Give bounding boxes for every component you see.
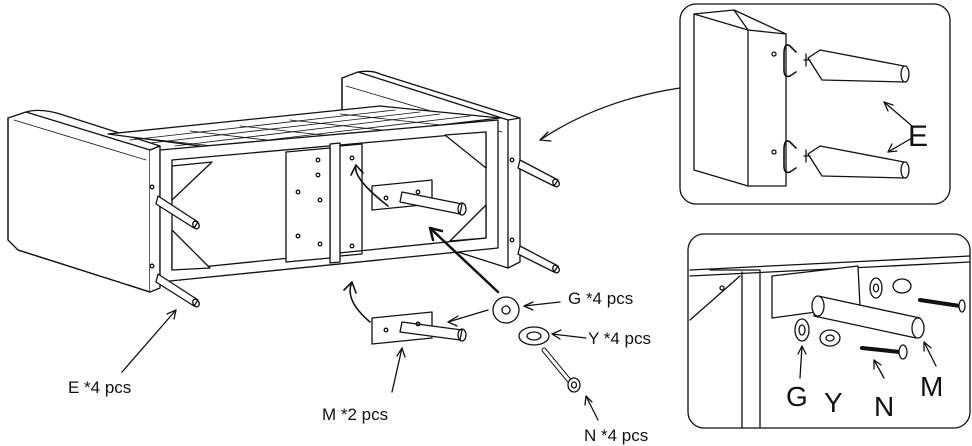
detail-label-y: Y: [824, 387, 843, 418]
arrows-main: [121, 87, 681, 421]
detail-box-top: [679, 3, 951, 205]
label-g-count: G *4 pcs: [568, 289, 633, 308]
detail-label-n: N: [874, 391, 894, 422]
label-n-count: N *4 pcs: [584, 426, 648, 445]
detail-label-e: E: [908, 120, 928, 153]
detail-label-g: G: [786, 381, 808, 412]
label-m-count: M *2 pcs: [322, 405, 388, 424]
hardware-main: [492, 296, 581, 393]
plate-m-installed: [371, 179, 467, 216]
sofa-frame: [7, 70, 521, 293]
detail-label-m: M: [920, 371, 943, 402]
label-e-count: E *4 pcs: [68, 378, 131, 397]
plate-m-loose: [371, 311, 467, 345]
arrows-detail-bottom: [797, 341, 937, 379]
label-y-count: Y *4 pcs: [588, 329, 651, 348]
detail-box-bottom: [687, 233, 971, 429]
legs-e: [155, 159, 560, 308]
